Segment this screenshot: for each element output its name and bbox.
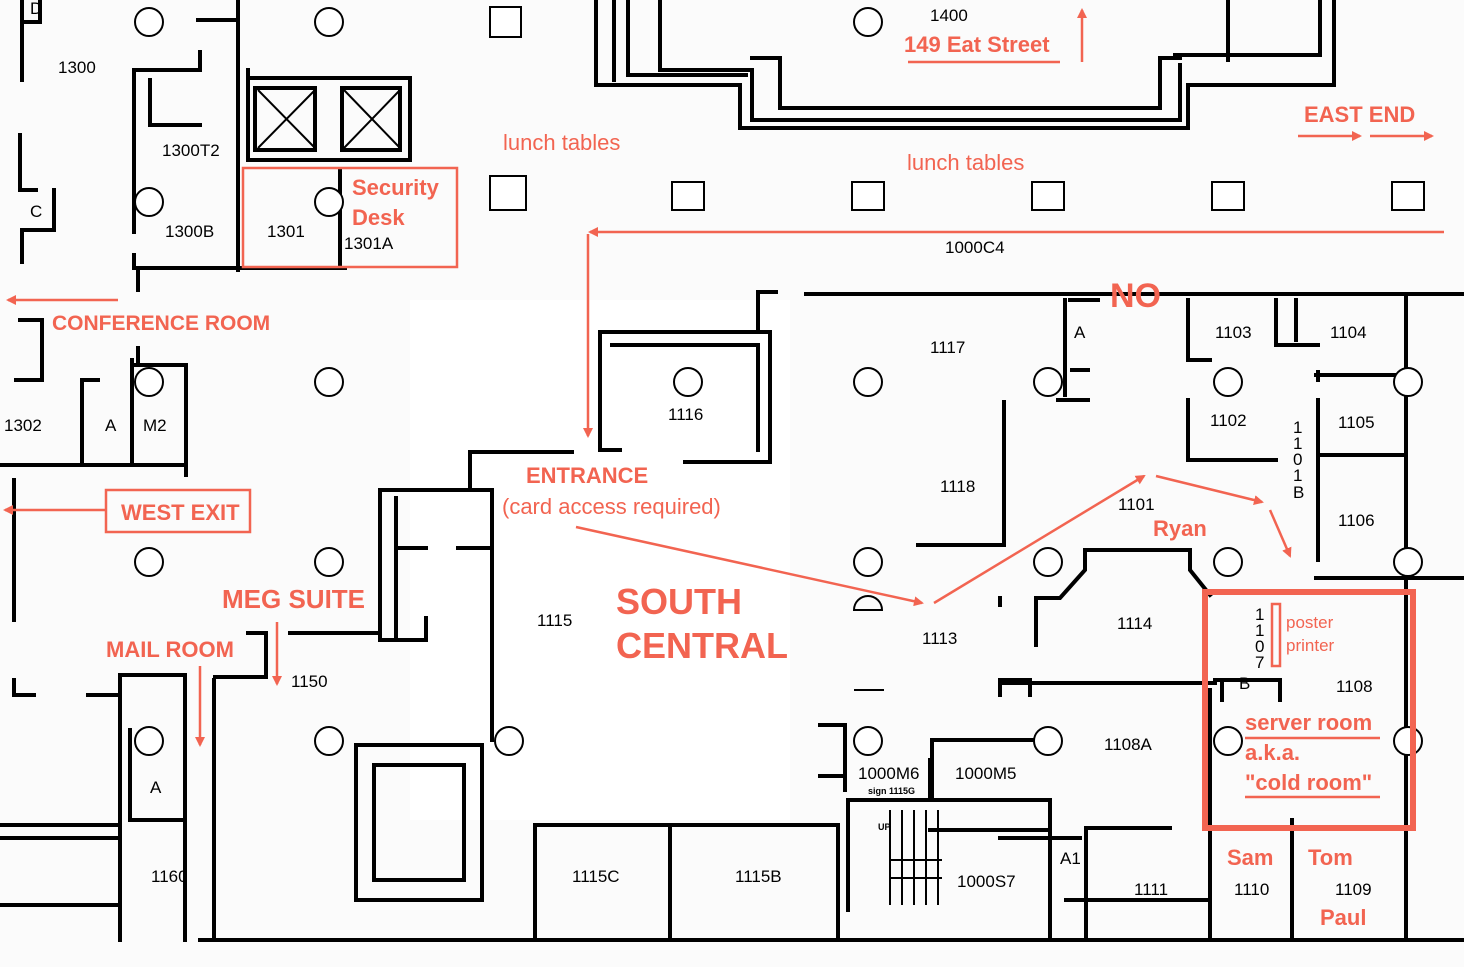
room-label: 1150 [291,672,328,691]
room-label: B [1239,674,1250,693]
svg-text:0: 0 [1255,637,1264,656]
svg-text:0: 0 [1293,450,1302,469]
room-label: 1113 [922,629,957,648]
west-exit-label: WEST EXIT [121,500,240,525]
arrow-path-2 [933,474,1146,605]
room-label: 1101 [1118,495,1155,514]
room-label: 1106 [1338,511,1375,530]
columns [134,7,1423,756]
card-access-label: (card access required) [502,494,721,519]
room-label: 1114 [1117,614,1152,633]
room-label: 1115C [572,867,620,886]
room-label: 1116 [668,405,703,424]
room-label: 1000S7 [957,872,1016,891]
room-label: 1115 [537,611,572,630]
no-label: NO [1110,277,1161,315]
south-label: SOUTH [616,581,742,622]
room-label: 1115B [735,867,782,886]
entrance-label: ENTRANCE [526,463,648,488]
room-label: 1102 [1210,411,1247,430]
server-room-box [1202,589,1416,831]
svg-text:1: 1 [1293,418,1302,437]
room-label: 1000C4 [945,238,1005,257]
room-label: A1 [1060,849,1081,868]
room-label: 1118 [940,477,975,496]
stair-up-label: UP [878,822,891,832]
security-desk-box [241,166,459,269]
conference-room-label: CONFERENCE ROOM [52,312,270,335]
sam-label: Sam [1227,845,1273,870]
street-label: 149 Eat Street [904,32,1050,57]
central-label: CENTRAL [616,625,788,666]
arrow-path-4 [1268,509,1292,558]
paul-label: Paul [1320,905,1366,930]
room-label: 1111 [1134,880,1168,899]
room-label: 1160 [151,867,188,886]
svg-text:1: 1 [1293,466,1302,485]
room-label: 1302 [4,416,42,435]
room-label: 1300T2 [162,141,220,160]
svg-text:1: 1 [1293,434,1302,453]
svg-text:1: 1 [1255,621,1264,640]
room-label: 1300B [165,222,214,241]
security-label: Security [352,175,440,200]
east-end-label: EAST END [1304,102,1415,127]
room-label: 1301A [344,234,394,253]
arrow-path-3 [1155,474,1264,505]
svg-text:1: 1 [1255,605,1264,624]
sign-label: sign 1115G [868,786,915,796]
room-label: 1301 [267,222,305,241]
desk-label: Desk [352,205,405,230]
room-label: 1300 [58,58,96,77]
room-label: 1110 [1234,880,1269,899]
room-label: 1400 [930,6,968,25]
room-label: 1000M5 [955,764,1016,783]
aka-label: a.k.a. [1245,740,1300,765]
arrow-path-1 [575,525,924,607]
room-label-1107: 1 1 0 7 [1255,605,1264,672]
room-label-1101B: 1 1 0 1 B [1293,418,1304,502]
room-label: A [150,778,162,797]
room-label: D [30,0,42,18]
ryan-label: Ryan [1153,516,1207,541]
svg-text:7: 7 [1255,653,1264,672]
west-exit-box [104,488,252,534]
room-labels: D C 1300 1300T2 1300B 1301 1301A 1400 10… [4,0,1375,899]
room-label: 1108 [1336,677,1373,696]
lunch-table-markers [489,6,1425,211]
mail-room-label: MAIL ROOM [106,637,234,662]
room-label: 1117 [930,338,965,357]
walls [0,0,1464,942]
room-label: 1105 [1338,413,1375,432]
annotation-labels: 149 Eat Street EAST END lunch tables lun… [52,32,1415,930]
printer-label: printer [1286,636,1335,655]
room-label: A [105,416,117,435]
room-label: 1104 [1330,323,1367,342]
room-label: 1108A [1104,735,1153,754]
meg-suite-label: MEG SUITE [222,584,365,614]
annotation-marks [3,8,1444,831]
room-label: M2 [143,416,167,435]
room-label: 1109 [1335,880,1372,899]
room-label: C [30,202,42,221]
lunch-tables-label: lunch tables [503,130,620,155]
room-label: 1103 [1215,323,1252,342]
poster-label: poster [1286,613,1334,632]
lunch-tables-label: lunch tables [907,150,1024,175]
room-label: 1000M6 [858,764,919,783]
room-label: A [1074,323,1086,342]
server-room-label: server room [1245,710,1372,735]
svg-text:B: B [1293,483,1304,502]
cold-room-label: "cold room" [1245,770,1372,795]
poster-printer-box [1270,602,1282,668]
tom-label: Tom [1308,845,1353,870]
